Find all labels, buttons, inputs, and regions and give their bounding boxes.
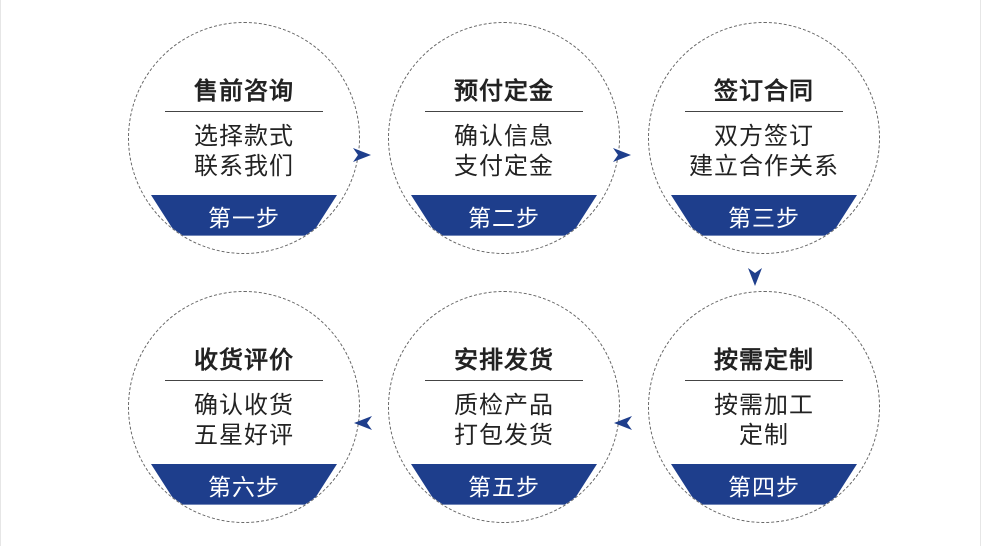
step-title: 售前咨询 [194,77,294,105]
arrow-right-icon [351,144,373,166]
step-line: 按需加工 [714,391,814,419]
divider [685,111,843,112]
step-description: 确认收货 五星好评 [129,390,359,450]
step-line: 联系我们 [194,152,294,180]
step-band [411,464,597,505]
step-line: 定制 [739,421,789,449]
step-line: 双方签订 [714,122,814,150]
step-description: 质检产品 打包发货 [389,390,619,450]
step-title: 收货评价 [194,346,294,374]
step-circle-4: 按需定制 按需加工 定制 第四步 [648,291,880,523]
divider [425,380,583,381]
step-description: 确认信息 支付定金 [389,121,619,181]
step-line: 质检产品 [454,391,554,419]
step-label: 第三步 [728,206,800,232]
step-band [671,195,857,236]
step-line: 确认信息 [454,122,554,150]
step-band [411,195,597,236]
step-label: 第一步 [208,206,280,232]
step-line: 确认收货 [194,391,294,419]
step-line: 五星好评 [194,421,294,449]
step-label: 第四步 [728,475,800,501]
step-label: 第五步 [468,475,540,501]
step-title: 预付定金 [454,77,554,105]
step-circle-2: 预付定金 确认信息 支付定金 第二步 [388,22,620,254]
step-title: 安排发货 [454,346,554,374]
step-band [151,464,337,505]
step-title: 按需定制 [714,346,814,374]
step-circle-3: 签订合同 双方签订 建立合作关系 第三步 [648,22,880,254]
step-circle-6: 收货评价 确认收货 五星好评 第六步 [128,291,360,523]
divider [165,111,323,112]
arrow-left-icon [352,412,374,434]
step-band [671,464,857,505]
step-line: 建立合作关系 [689,152,839,180]
arrow-left-icon [612,412,634,434]
step-line: 支付定金 [454,152,554,180]
step-description: 双方签订 建立合作关系 [649,121,879,181]
step-circle-1: 售前咨询 选择款式 联系我们 第一步 [128,22,360,254]
divider [685,380,843,381]
arrow-right-icon [611,144,633,166]
step-label: 第二步 [468,206,540,232]
arrow-down-icon [744,266,766,288]
step-circle-5: 安排发货 质检产品 打包发货 第五步 [388,291,620,523]
step-title: 签订合同 [714,77,814,105]
step-description: 选择款式 联系我们 [129,121,359,181]
step-band [151,195,337,236]
step-line: 选择款式 [194,122,294,150]
step-line: 打包发货 [454,421,554,449]
step-description: 按需加工 定制 [649,390,879,450]
divider [165,380,323,381]
step-label: 第六步 [208,475,280,501]
divider [425,111,583,112]
